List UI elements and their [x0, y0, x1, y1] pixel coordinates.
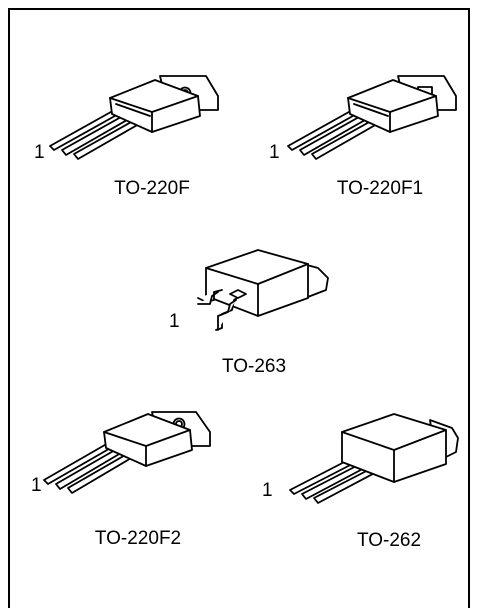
to-263-label: TO-263: [221, 356, 287, 377]
to-262-pin1-label: 1: [262, 480, 273, 501]
to-263-pin1-label: 1: [169, 311, 180, 332]
to-220f-label: TO-220F: [114, 178, 190, 199]
to-220f2-drawing: [43, 411, 211, 494]
to-220f-pin1-label: 1: [34, 142, 45, 163]
to-263-drawing: [197, 249, 329, 331]
to-220f1-drawing: [287, 75, 457, 160]
to-220f1-pin1-label: 1: [269, 142, 280, 163]
to-220f-drawing: [49, 75, 219, 160]
diagram-frame: [8, 8, 470, 608]
to-220f2-label: TO-220F2: [94, 528, 182, 549]
to-220f1-label: TO-220F1: [336, 178, 424, 199]
to-220f2-pin1-label: 1: [31, 475, 42, 496]
to-262-drawing: [289, 413, 459, 504]
to-262-label: TO-262: [356, 530, 422, 551]
